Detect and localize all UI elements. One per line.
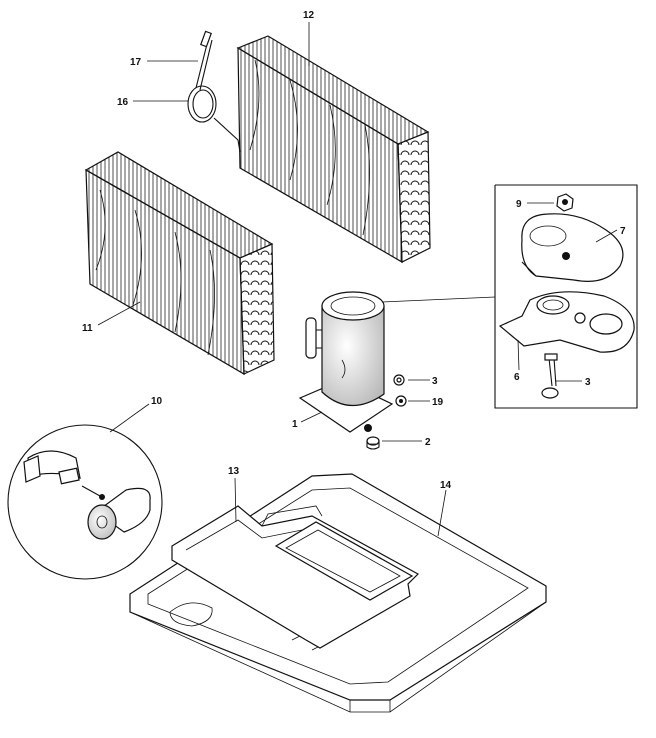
terminal-cover-detail	[381, 184, 638, 409]
terminal-bracket	[498, 291, 635, 353]
compressor	[298, 291, 394, 433]
callout-10: 10	[151, 396, 163, 407]
partition-plate	[171, 505, 419, 649]
evaporator-coil	[84, 151, 275, 376]
callout-labels: 12 17 16 11 1 3 19 2 9 7 6 3 10 13 14	[82, 10, 626, 491]
callout-2: 2	[425, 437, 431, 448]
callout-1: 1	[292, 419, 298, 430]
callout-6: 6	[514, 372, 520, 383]
callout-3-upper: 3	[432, 376, 438, 387]
motor-mount-detail	[7, 424, 163, 580]
leader-lines	[97, 22, 618, 537]
terminal-nut	[556, 193, 574, 212]
callout-3-lower: 3	[585, 377, 591, 388]
callout-11: 11	[82, 323, 93, 334]
callout-14: 14	[440, 480, 452, 491]
retaining-clip	[541, 353, 559, 399]
grommet	[366, 436, 380, 450]
callout-17: 17	[130, 57, 142, 68]
callout-16: 16	[117, 97, 129, 108]
callout-12: 12	[303, 10, 315, 21]
callout-19: 19	[432, 397, 444, 408]
terminal-cover	[521, 213, 624, 282]
condenser-coil	[236, 35, 431, 264]
callout-13: 13	[228, 466, 240, 477]
callout-7: 7	[620, 226, 626, 237]
capillary-tube-assembly	[187, 30, 241, 153]
callout-9: 9	[516, 199, 522, 210]
mounting-hardware	[366, 374, 407, 450]
